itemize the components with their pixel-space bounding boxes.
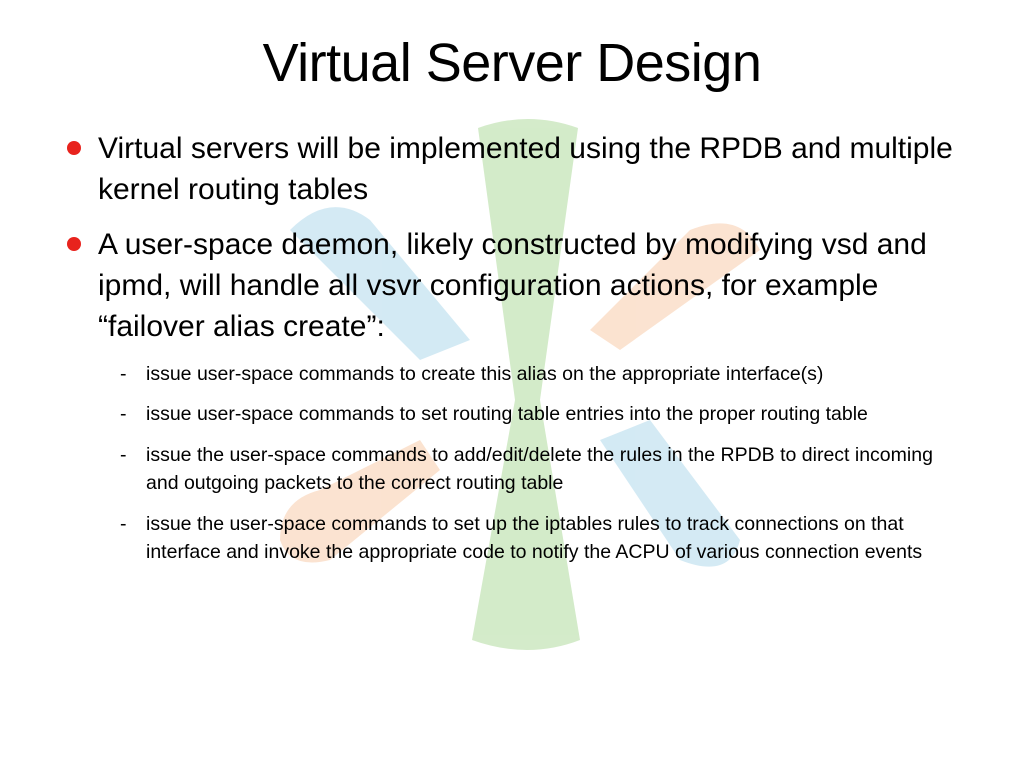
dash-icon: - [120, 444, 127, 466]
dash-icon: - [120, 363, 127, 385]
bullet-text: Virtual servers will be implemented usin… [98, 132, 953, 206]
slide-title: Virtual Server Design [262, 33, 762, 93]
sub-bullet-text: issue user-space commands to set routing… [146, 403, 868, 425]
bullet-dot-icon [67, 237, 81, 251]
sub-bullet-item: - issue user-space commands to set routi… [120, 400, 986, 428]
logo-blue-petal-top [290, 207, 470, 360]
logo-green-petal [472, 119, 580, 650]
sub-bullet-item: - issue the user-space commands to add/e… [120, 441, 956, 497]
bullet-item: Virtual servers will be implemented usin… [67, 128, 978, 210]
sub-bullet-text: issue user-space commands to create this… [146, 363, 824, 385]
logo-orange-petal-bottom [280, 440, 440, 563]
dash-icon: - [120, 403, 127, 425]
logo-blue-petal-bottom [600, 420, 740, 567]
logo-orange-petal-top [590, 223, 760, 350]
dash-icon: - [120, 513, 127, 535]
sub-bullet-item: - issue the user-space commands to set u… [120, 510, 976, 566]
sub-bullet-item: - issue user-space commands to create th… [120, 360, 986, 388]
bullet-item: A user-space daemon, likely constructed … [67, 224, 948, 347]
sub-bullet-text: issue the user-space commands to set up … [146, 513, 923, 563]
bullet-text: A user-space daemon, likely constructed … [98, 228, 927, 343]
bullet-dot-icon [67, 141, 81, 155]
sub-bullet-text: issue the user-space commands to add/edi… [146, 444, 933, 494]
